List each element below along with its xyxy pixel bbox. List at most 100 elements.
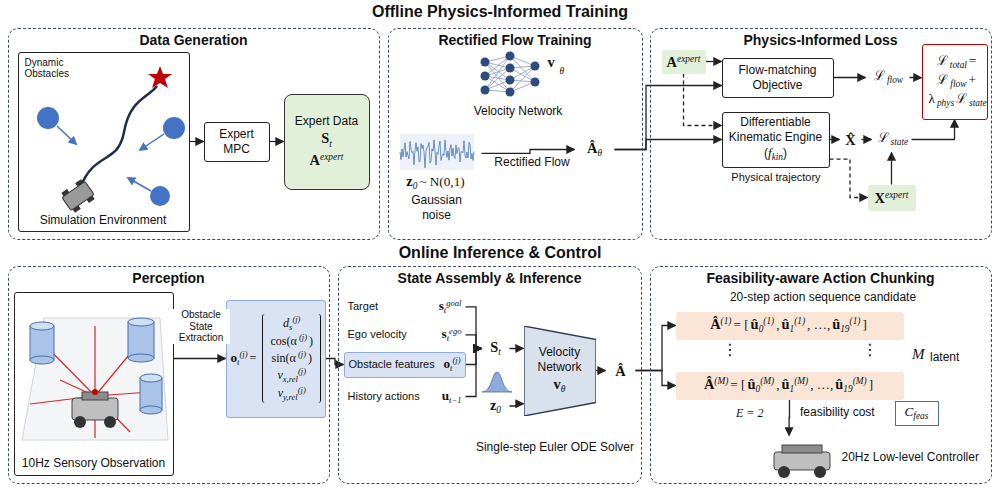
text-column: Expert MPC <box>209 127 265 157</box>
text-line: vx,rel(j) <box>277 366 306 385</box>
floor <box>22 318 168 440</box>
connector <box>910 77 922 78</box>
node-content: Expert DataStAexpert <box>295 114 358 168</box>
node-text: Dynamic Obstacles <box>25 57 89 80</box>
connector <box>615 86 722 150</box>
text-line: X̂ <box>845 131 855 149</box>
network-trapezoid: Velocity Networkvθ <box>524 326 596 416</box>
node-text: (j) <box>292 314 300 324</box>
node-text: v <box>278 386 283 400</box>
node-text: Data Generation <box>9 32 378 48</box>
trajectory-curve <box>80 86 157 188</box>
data-box: Expert DataStAexpert <box>284 94 370 190</box>
network-neuron <box>506 76 515 85</box>
state-row: History actionsut−1 <box>344 386 466 408</box>
node-text: (M) <box>714 376 728 386</box>
node-text: û <box>751 316 759 332</box>
node-text: , …, <box>807 317 830 332</box>
connector <box>862 139 872 140</box>
node-content: Ego velocity stego <box>348 326 462 345</box>
node-text: phys <box>937 98 954 108</box>
node-text: expert <box>885 190 908 200</box>
node-text: Velocity Network <box>537 345 581 374</box>
node-content: ℒstate <box>876 130 909 149</box>
node-text: sin(α <box>271 351 295 365</box>
text-column: Ego velocity <box>348 328 407 342</box>
node-content: Aexpert <box>667 53 701 71</box>
node-content: Â(1)= [û0(1),û1(1), …,û19(1)] <box>710 315 869 336</box>
text-column: ot(j) <box>443 355 460 374</box>
text-line: Â <box>615 362 625 380</box>
text-line: ds(j) <box>283 314 301 333</box>
process-box: Expert MPC <box>204 122 270 162</box>
text-line: ℒflow+ <box>935 72 978 91</box>
node-content: Differentiable Kinematic Engine (fkin) <box>727 115 825 164</box>
connector <box>830 159 868 197</box>
node-text: = <box>250 351 257 365</box>
connector <box>466 307 482 349</box>
connector <box>466 349 482 365</box>
node-text: , …, <box>810 377 833 392</box>
text-line: stego <box>442 326 462 345</box>
trapezoid-shape <box>524 326 596 416</box>
node-text: kin <box>772 152 783 162</box>
text-line: cos(α(j)) <box>268 332 315 349</box>
connector <box>466 349 482 397</box>
node-text: o <box>231 350 238 365</box>
math-symbol: X̂ <box>840 127 862 153</box>
connector <box>615 140 722 150</box>
text-line: 10Hz Sensory Observation <box>22 456 165 471</box>
node-text: 19 <box>840 324 849 334</box>
text-line: Expert MPC <box>209 127 265 157</box>
node-content: Âθ <box>587 139 602 160</box>
node-text: ego <box>449 326 461 336</box>
annotation-label: ⋮ <box>862 340 878 359</box>
node-content: ot(j)=ds(j)cos(α(j))sin(α(j))vx,rel(j)vy… <box>231 314 322 403</box>
node-text: d <box>283 316 289 330</box>
node-text: (1) <box>721 316 732 326</box>
network-neuron <box>506 64 515 73</box>
text-line: Expert Data <box>295 114 358 129</box>
connector <box>788 400 790 436</box>
node-text: t <box>498 347 501 357</box>
annotation-label: latent <box>930 350 980 364</box>
text-column: Aexpert <box>667 53 701 71</box>
node-text: 1 <box>790 324 795 334</box>
node-text: Expert MPC <box>219 127 254 156</box>
annotation-label: Physical trajectory <box>722 171 830 184</box>
text-column: Obstacle features <box>349 358 435 372</box>
math-symbol: Â <box>606 358 636 384</box>
node-content: z0 <box>490 396 501 417</box>
node-text: (j) <box>452 355 460 365</box>
annotation-label: 20-step action sequence candidate <box>660 290 986 304</box>
node-content: Â(M)= [û0(M),û1(M), …,û19(M)] <box>704 375 875 396</box>
text-column: stgoal <box>439 298 462 317</box>
node-text: ℒ <box>878 130 889 145</box>
node-text: (M) <box>853 376 867 386</box>
text-column: ℒtotal=ℒflow+λphysℒstate <box>927 53 987 110</box>
text-line: ℒtotal= <box>935 53 979 72</box>
text-line: vy,rel(j) <box>278 385 306 404</box>
node-text: t <box>329 139 332 149</box>
node-text: Â <box>704 376 714 392</box>
node-text: Â <box>710 316 720 332</box>
connector <box>706 61 722 62</box>
node-text: t−1 <box>449 395 461 405</box>
node-text: (1) <box>850 316 861 326</box>
node-text: ] <box>862 317 866 332</box>
action-sequence: Â(1)= [û0(1),û1(1), …,û19(1)] <box>676 312 904 340</box>
obstacle-circle <box>150 186 170 206</box>
cylinder <box>128 318 154 362</box>
node-text: y,rel <box>283 392 298 402</box>
node-text: ~ N(0,1) <box>419 174 464 189</box>
sensor-box: 10Hz Sensory Observation <box>14 292 174 476</box>
network-neuron <box>481 72 490 81</box>
text-column: Xexpert <box>875 189 909 207</box>
connector <box>510 404 524 406</box>
text-column: ut−1 <box>442 388 462 406</box>
noise-block: z0~ N(0,1)Gaussian noise <box>392 130 482 225</box>
text-line: z0~ N(0,1) <box>406 172 466 193</box>
node-text: flow <box>950 79 966 89</box>
node-text: ℒ <box>956 91 967 106</box>
text-column: z0 <box>490 396 501 417</box>
